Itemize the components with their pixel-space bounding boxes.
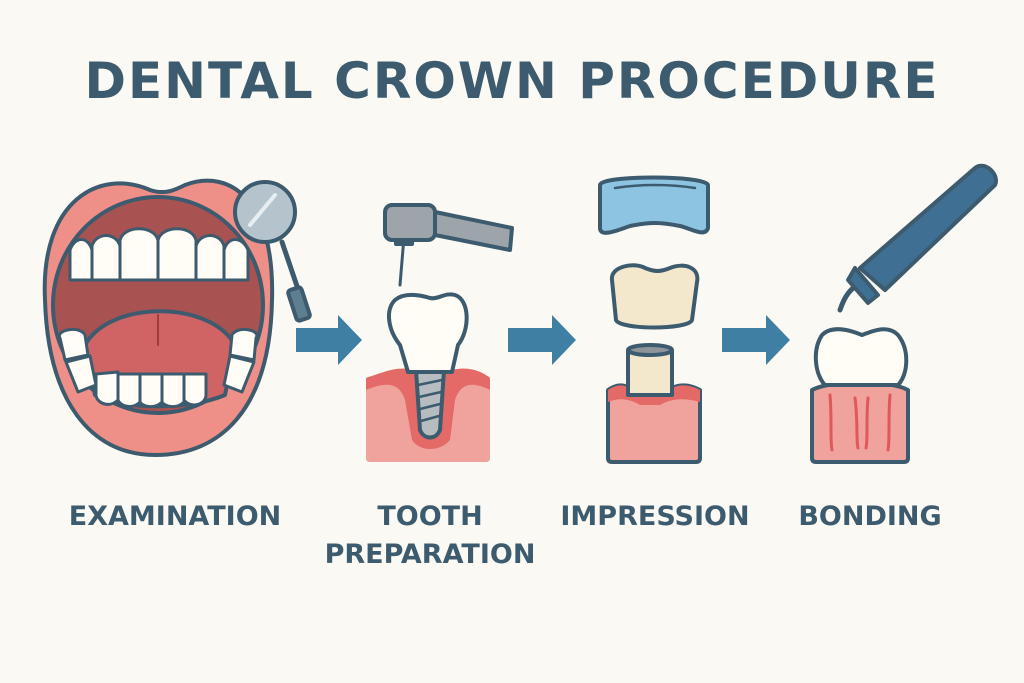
step-label-bonding: BONDING — [798, 501, 942, 532]
tooth-preparation-illustration — [366, 203, 514, 462]
impression-illustration — [598, 175, 710, 464]
arrow-right-icon — [508, 315, 576, 365]
bonding-illustration — [810, 163, 998, 464]
step-label-line: PREPARATION — [324, 539, 536, 570]
open-mouth-illustration — [42, 178, 275, 457]
page-title: DENTAL CROWN PROCEDURE — [84, 52, 940, 110]
step-label-line: TOOTH — [377, 501, 483, 532]
dental-mirror-icon — [233, 180, 312, 323]
step-label-examination: EXAMINATION — [68, 501, 282, 532]
arrow-right-icon — [722, 315, 790, 365]
step-label-impression: IMPRESSION — [560, 501, 750, 532]
arrow-right-icon — [296, 315, 362, 365]
step-label-tooth-preparation: TOOTH PREPARATION — [325, 498, 536, 574]
